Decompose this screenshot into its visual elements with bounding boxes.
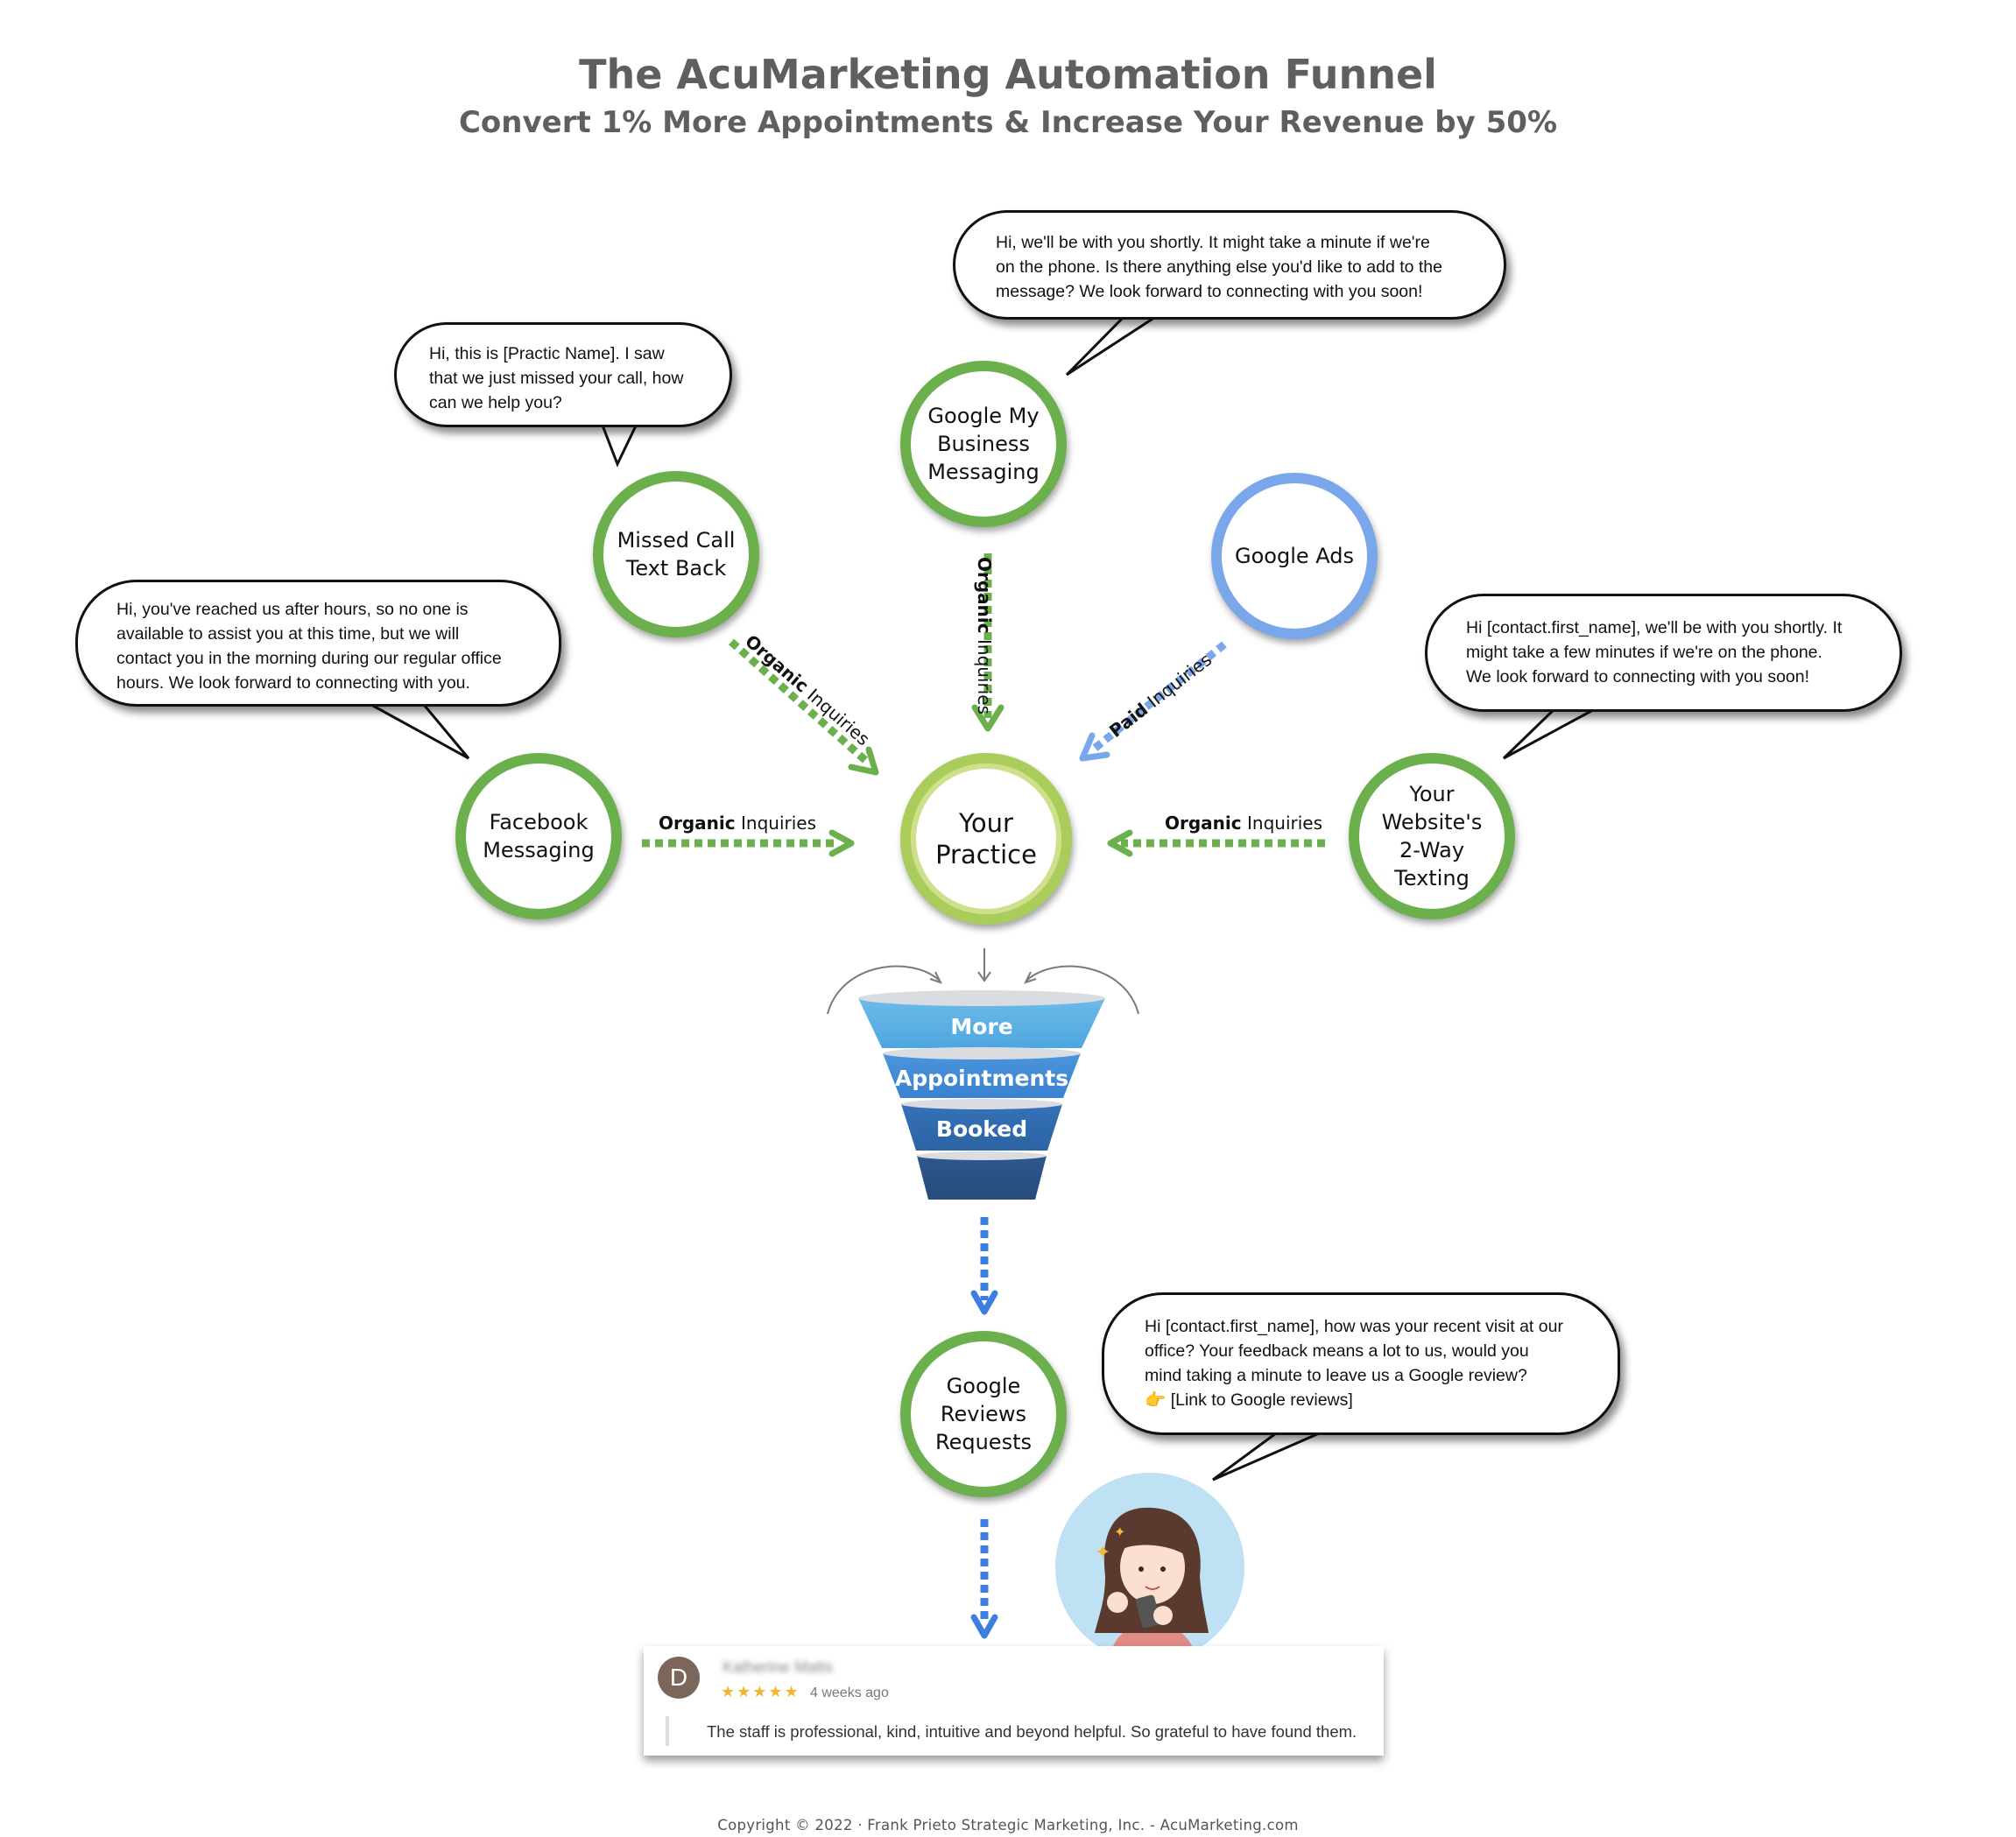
page-subtitle: Convert 1% More Appointments & Increase …	[458, 105, 1558, 140]
arrow-missedcall-to-practice	[729, 638, 870, 765]
bubble-facebook: Hi, you've reached us after hours, so no…	[75, 580, 561, 707]
funnel-level-more: More	[950, 1014, 1012, 1039]
arrow-googleads-to-practice	[1089, 641, 1227, 754]
page-title: The AcuMarketing Automation Funnel	[579, 51, 1437, 98]
bubble-tail-facebook	[363, 699, 470, 760]
node-facebook-messaging: Facebook Messaging	[455, 753, 622, 919]
reviewer-name: Katherine Matts	[723, 1658, 834, 1676]
funnel-level-appointments: Appointments	[895, 1066, 1068, 1091]
star-rating: ★★★★★	[721, 1683, 800, 1700]
bubble-website: Hi [contact.first_name], we'll be with y…	[1425, 594, 1902, 712]
node-google-ads: Google Ads	[1211, 473, 1378, 639]
svg-text:✦: ✦	[1114, 1525, 1125, 1540]
label-organic-website: Organic Inquiries	[1165, 813, 1323, 834]
footer-copyright: Copyright © 2022 · Frank Prieto Strategi…	[717, 1817, 1299, 1833]
svg-text:✦: ✦	[1095, 1541, 1110, 1563]
bubble-missed-call-text: Hi, this is [Practic Name]. I saw that w…	[429, 344, 684, 412]
woman-cartoon-image: ✦ ✦	[1055, 1473, 1244, 1664]
node-google-reviews-requests: Google Reviews Requests	[900, 1331, 1067, 1497]
bubble-facebook-text: Hi, you've reached us after hours, so no…	[116, 600, 502, 693]
bubble-reviews-text: Hi [contact.first_name], how was your re…	[1145, 1317, 1563, 1410]
node-gmb-messaging: Google My Business Messaging	[900, 361, 1067, 527]
node-website-2way-texting: Your Website's 2-Way Texting	[1349, 753, 1515, 919]
bubble-website-text: Hi [contact.first_name], we'll be with y…	[1466, 618, 1843, 686]
bubble-reviews: Hi [contact.first_name], how was your re…	[1102, 1292, 1620, 1435]
node-missed-call-text-back: Missed Call Text Back	[593, 471, 759, 637]
label-organic-facebook: Organic Inquiries	[659, 813, 817, 834]
avatar: D	[658, 1657, 700, 1699]
node-your-practice: Your Practice	[900, 753, 1072, 925]
review-time: 4 weeks ago	[810, 1686, 889, 1700]
bubble-tail-gmb	[1065, 309, 1170, 377]
bubble-gmb: Hi, we'll be with you shortly. It might …	[953, 210, 1506, 320]
bubble-tail-website	[1502, 703, 1604, 760]
review-text: The staff is professional, kind, intuiti…	[707, 1722, 1357, 1741]
label-organic-gmb: Organic Inquiries	[974, 557, 995, 715]
bubble-gmb-text: Hi, we'll be with you shortly. It might …	[996, 233, 1442, 301]
funnel: More Appointments Booked	[858, 990, 1105, 1200]
google-review-card: D Katherine Matts ★★★★★ 4 weeks ago The …	[644, 1646, 1384, 1756]
funnel-level-booked: Booked	[936, 1116, 1027, 1142]
quote-bar	[666, 1716, 669, 1746]
bubble-missed-call: Hi, this is [Practic Name]. I saw that w…	[394, 322, 732, 427]
